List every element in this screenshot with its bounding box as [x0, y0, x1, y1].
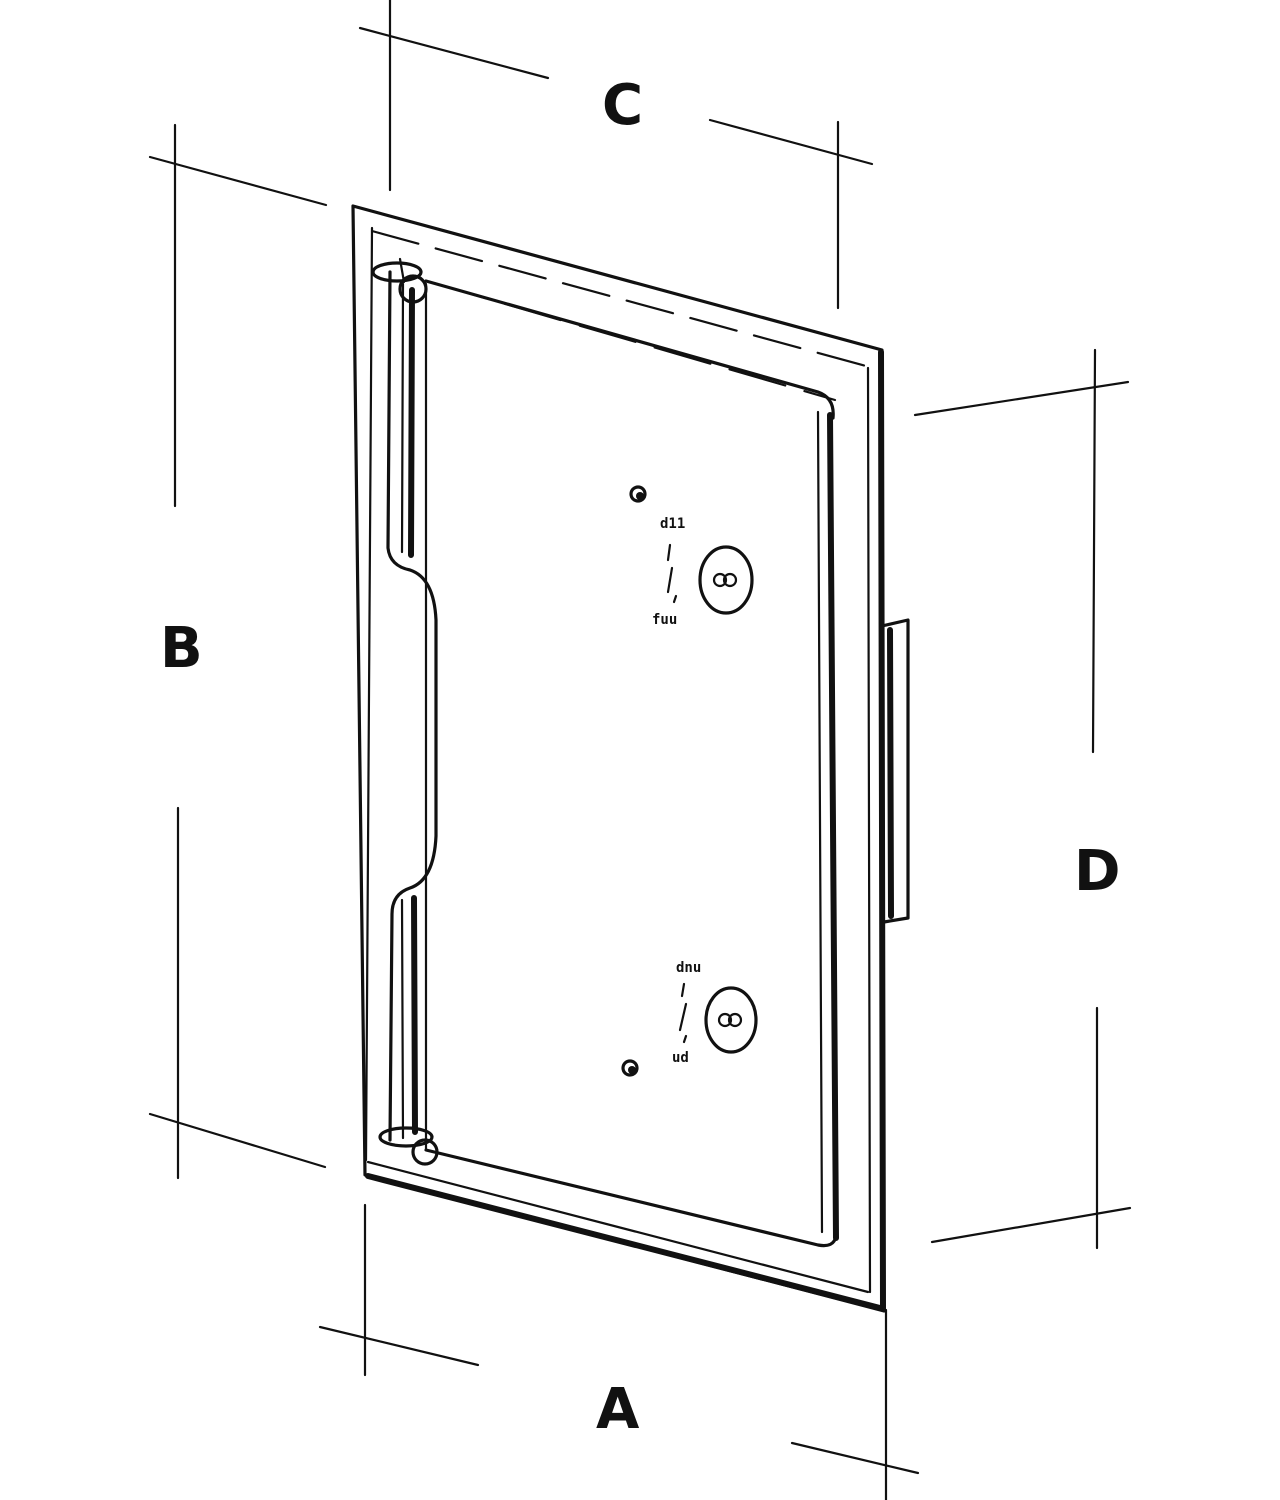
upper-lock-keyhole-right [722, 572, 738, 588]
hinge-knuckle-top-tick [398, 257, 406, 284]
latch-plate [880, 618, 910, 924]
dim-d-extension-bottom [930, 1206, 1132, 1244]
dim-a-line-right [790, 1441, 920, 1475]
dim-d-line-top [1091, 348, 1097, 754]
hinge-knuckle-bottom-cap [411, 1138, 439, 1166]
latch-plate-edge [887, 627, 894, 919]
latch-plate-outline [880, 618, 910, 924]
lower-screw-fill [628, 1066, 636, 1074]
hinge-knuckle-top [371, 261, 423, 283]
dim-c-line-right [708, 118, 874, 166]
door-top-edge [424, 279, 835, 420]
upper-lock-marking-bottom: fuu [652, 612, 677, 628]
dim-label-d: D [1074, 839, 1120, 904]
dim-label-b: B [160, 616, 203, 681]
dim-label-a: A [596, 1377, 640, 1442]
dimension-lines [148, 0, 1132, 1500]
dim-c-line-left [358, 26, 550, 80]
screw-icon [621, 1059, 639, 1077]
frame-inner-line-bottom [366, 1160, 870, 1294]
hinge-icon [371, 257, 439, 1166]
dim-b-extension-top [148, 155, 328, 207]
door-panel [424, 279, 839, 1248]
hinge-outer-profile [386, 270, 438, 1142]
dim-d-extension-top [913, 380, 1130, 417]
frame-bottom-depth-edge [365, 1173, 883, 1311]
screw-icon [629, 485, 647, 503]
frame-outer-border [351, 204, 886, 1313]
frame-dashed-top-1 [370, 229, 868, 368]
hinge-pin-upper [408, 287, 415, 558]
lower-lock-marking-top: dnu [676, 960, 701, 976]
lower-lock: dnu ud [621, 960, 758, 1077]
frame-inner-line-left [364, 226, 374, 1162]
upper-lock-marking-top: d11 [660, 516, 685, 532]
frame-right-depth-edge [878, 349, 886, 1312]
hinge-inner-profile [400, 282, 405, 1140]
lock-icon [704, 986, 758, 1054]
lower-lock-keyhole-left [717, 1012, 733, 1028]
hinge-knuckle-top-cap [398, 274, 428, 304]
dim-label-c: C [602, 73, 643, 138]
upper-lock-indicator [666, 543, 678, 604]
dim-a-line-left [318, 1325, 480, 1367]
frame-inner-line-right [866, 366, 872, 1294]
door-bottom-edge [424, 1148, 838, 1248]
hinge-pin-lower [411, 895, 418, 1135]
hinge-knuckle-bottom [378, 1126, 434, 1148]
lock-icon [698, 545, 754, 615]
lower-lock-indicator [678, 982, 688, 1044]
door-right-edge [827, 412, 839, 1241]
upper-lock-keyhole-left [712, 572, 728, 588]
upper-lock: d11 fuu [629, 485, 754, 628]
dim-b-extension-bottom [148, 1112, 327, 1169]
upper-screw-fill [636, 492, 644, 500]
lower-lock-marking-bottom: ud [672, 1050, 689, 1066]
outer-frame [351, 204, 886, 1313]
door-right-inner-edge [816, 410, 824, 1234]
lower-lock-keyhole-right [727, 1012, 743, 1028]
